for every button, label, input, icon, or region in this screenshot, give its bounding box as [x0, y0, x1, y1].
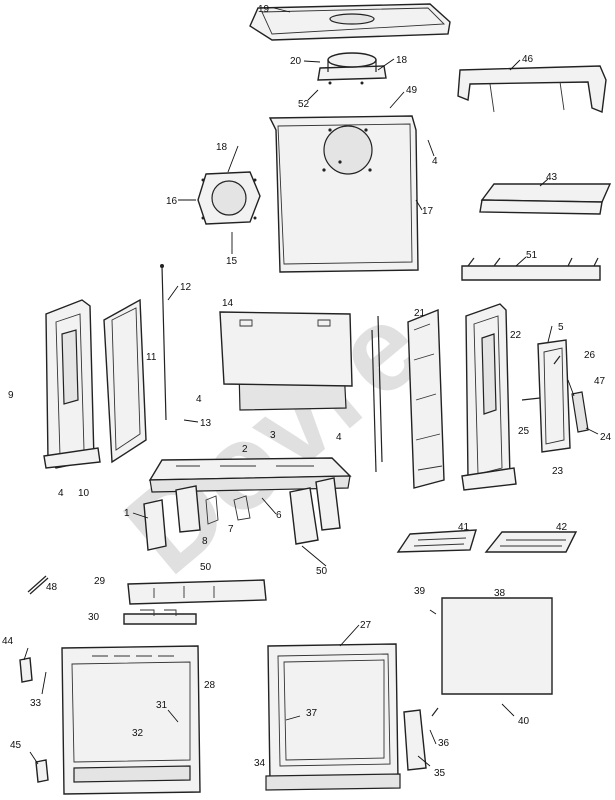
callout-26: 26 — [584, 350, 596, 361]
callout-20: 20 — [290, 56, 302, 67]
callout-22: 22 — [510, 330, 522, 341]
part-1-legs — [143, 477, 341, 551]
callout-15: 15 — [226, 256, 238, 267]
callout-45: 45 — [10, 740, 22, 751]
callout-35: 35 — [434, 768, 446, 779]
part-51-grate-bar — [461, 257, 601, 281]
callout-42: 42 — [556, 522, 568, 533]
callout-40: 40 — [518, 716, 530, 727]
part-41-grate-plate — [396, 529, 477, 553]
part-23-side-door — [521, 339, 589, 453]
callout-1: 1 — [124, 508, 130, 519]
callout-39: 39 — [414, 586, 426, 597]
callout-51: 51 — [526, 250, 538, 261]
part-45-hinge — [35, 759, 49, 783]
callout-12: 12 — [180, 282, 192, 293]
callout-6: 6 — [276, 510, 282, 521]
callout-18-flange: 18 — [216, 142, 228, 153]
callout-13: 13 — [200, 418, 212, 429]
callout-17: 17 — [422, 206, 434, 217]
callout-4-side: 4 — [58, 488, 64, 499]
part-28-front-frame — [61, 645, 201, 795]
callout-29: 29 — [94, 576, 106, 587]
callout-21: 21 — [414, 308, 426, 319]
callout-18: 18 — [396, 55, 408, 66]
callout-7: 7 — [228, 524, 234, 535]
part-30-latch-bar — [123, 609, 197, 625]
callout-47: 47 — [594, 376, 606, 387]
part-21-side-liner — [371, 308, 445, 489]
part-42-grate-plate — [484, 531, 578, 553]
part-16-flange-ring — [197, 171, 261, 225]
part-14-baffle-plates — [219, 311, 353, 411]
callout-leader-lines — [23, 7, 599, 767]
callout-16: 16 — [166, 196, 178, 207]
part-27-glass-door — [265, 643, 401, 791]
callout-44: 44 — [2, 636, 14, 647]
callout-38: 38 — [494, 588, 506, 599]
callout-32: 32 — [132, 728, 144, 739]
callout-8: 8 — [202, 536, 208, 547]
part-36-door-handle — [403, 707, 439, 771]
callout-33: 33 — [30, 698, 42, 709]
part-11-inner-side-panel — [103, 298, 147, 464]
callout-36: 36 — [438, 738, 450, 749]
callout-25: 25 — [518, 426, 530, 437]
callout-50-top: 50 — [200, 562, 212, 573]
callout-48: 48 — [46, 582, 58, 593]
callout-41: 41 — [458, 522, 470, 533]
part-22-right-side-panel — [461, 303, 517, 491]
callout-23: 23 — [552, 466, 564, 477]
callout-37: 37 — [306, 708, 318, 719]
part-2-firebox-base — [148, 457, 352, 493]
callout-30: 30 — [88, 612, 100, 623]
callout-9: 9 — [8, 390, 14, 401]
callout-2: 2 — [242, 444, 248, 455]
callout-43: 43 — [546, 172, 558, 183]
callout-labels: 19 20 18 52 49 46 4 18 16 15 17 43 51 12… — [2, 4, 612, 779]
part-29-ash-lip — [127, 579, 267, 605]
callout-10: 10 — [78, 488, 90, 499]
part-46-baffle-deflector — [457, 65, 607, 113]
part-38-glass-panel — [441, 597, 553, 695]
callout-27: 27 — [360, 620, 372, 631]
part-19-top-plate — [249, 3, 451, 41]
callout-19: 19 — [258, 4, 270, 15]
part-48-tool — [27, 575, 49, 595]
callout-34: 34 — [254, 758, 266, 769]
callout-31: 31 — [156, 700, 168, 711]
callout-50-right: 50 — [316, 566, 328, 577]
part-20-flue-collar — [317, 52, 387, 85]
callout-4-rear: 4 — [432, 156, 438, 167]
part-9-left-side-panel — [43, 299, 101, 469]
callout-4-base: 4 — [336, 432, 342, 443]
callout-3: 3 — [270, 430, 276, 441]
part-43-ash-tray — [479, 183, 612, 215]
callout-11: 11 — [146, 352, 157, 363]
callout-52: 52 — [298, 99, 310, 110]
callout-24: 24 — [600, 432, 612, 443]
callout-49: 49 — [406, 85, 418, 96]
part-17-rear-panel — [268, 115, 419, 273]
part-44-hinge — [19, 657, 33, 683]
part-12-rod — [160, 264, 167, 421]
callout-46: 46 — [522, 54, 534, 65]
callout-14: 14 — [222, 298, 234, 309]
callout-4-rod: 4 — [196, 394, 202, 405]
callout-28: 28 — [204, 680, 216, 691]
callout-5: 5 — [558, 322, 564, 333]
